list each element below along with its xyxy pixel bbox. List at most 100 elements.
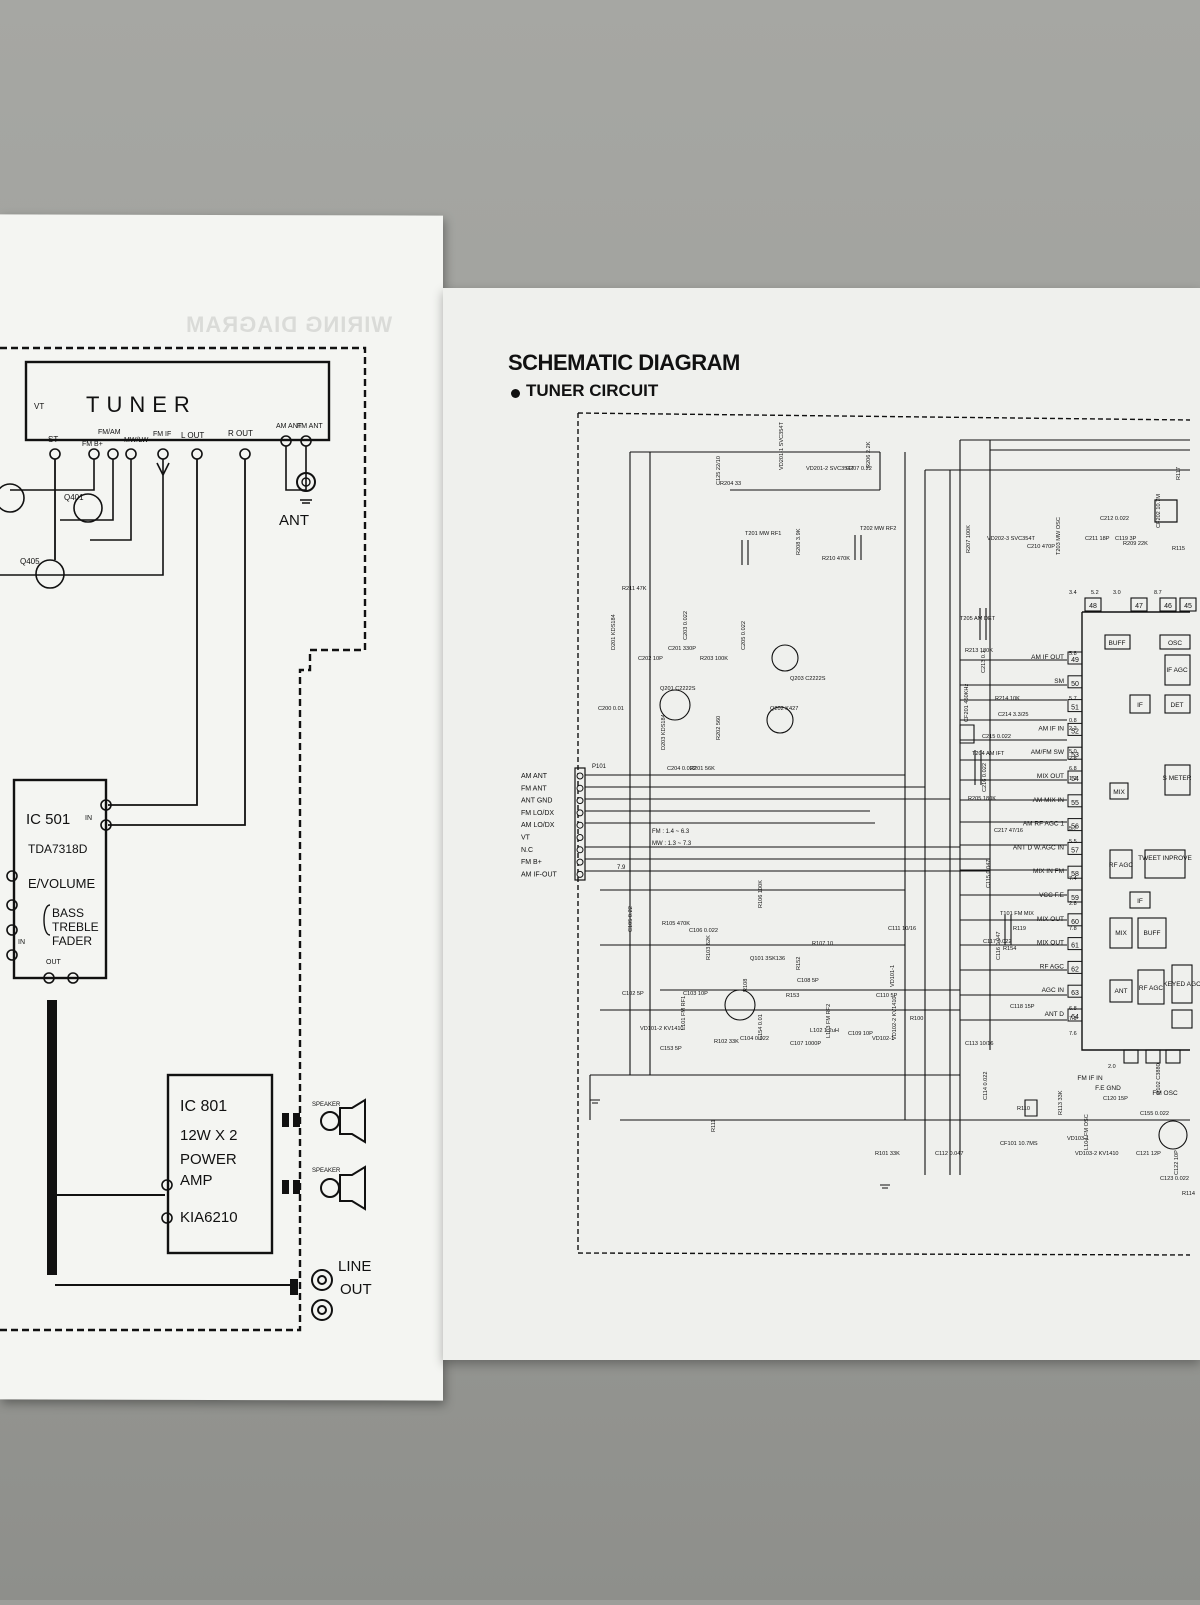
- ic-pin-number: 50: [1071, 681, 1079, 688]
- pin-label-fm-ant: FM ANT: [297, 423, 323, 430]
- ic-pin-label: RF AGC: [1040, 963, 1065, 970]
- pin-label-vt: VT: [34, 402, 44, 411]
- pin-voltage: 7.8: [1069, 926, 1077, 932]
- connector-pin: [576, 784, 584, 792]
- pin-label-fm-bplus: FM B+: [82, 441, 103, 448]
- ic801-name: IC 801: [180, 1098, 227, 1115]
- speaker-label-top: SPEAKER: [312, 1102, 341, 1108]
- ic501-out-label: OUT: [46, 959, 62, 966]
- ic-pin-box: [1067, 865, 1083, 879]
- component-label: C204 0.022: [667, 766, 696, 772]
- component-label: C216 0.022: [982, 763, 988, 792]
- ic501-fn-fader: FADER: [52, 934, 92, 948]
- schematic-title: SCHEMATIC DIAGRAM: [508, 350, 740, 375]
- ic801-rating: 12W X 2: [180, 1127, 238, 1144]
- component-label: VD202-3 SVC354T: [987, 536, 1035, 542]
- component-label: C103 10P: [683, 991, 708, 997]
- ic501-name: IC 501: [26, 811, 70, 828]
- component-label: C120 15P: [1103, 1096, 1128, 1102]
- pin-voltage: 2.2: [1069, 726, 1077, 732]
- ic-pin-box: [1067, 889, 1083, 903]
- component-label: Q201 C2222S: [660, 686, 696, 692]
- component-label: C212 0.022: [1100, 516, 1129, 522]
- ic501-fn-evolume: E/VOLUME: [28, 876, 96, 891]
- connector-pin: [576, 772, 584, 780]
- component-label: R214 10K: [995, 696, 1020, 702]
- component-label: C112 0.047: [935, 1151, 964, 1157]
- connector-pin: [576, 797, 584, 805]
- ic801-box: [166, 1073, 274, 1255]
- line-out-label-2: OUT: [340, 1281, 372, 1298]
- pin-voltage: 7.4: [1069, 876, 1077, 882]
- component-label: C102 5P: [622, 991, 644, 997]
- connector-pin: [576, 846, 584, 854]
- pin-voltage: 5.7: [1069, 826, 1077, 832]
- component-label: C214 3.3/25: [998, 712, 1028, 718]
- component-label: Q203 C2222S: [790, 676, 826, 682]
- component-label: C106 0.022: [689, 928, 718, 934]
- component-label: CF202 10.7M: [1156, 494, 1162, 528]
- connector-b-voltage: 7.9: [617, 865, 626, 871]
- ic-pin-label: AGC IN: [1042, 987, 1065, 994]
- connector-pin: [576, 870, 584, 878]
- component-label: CF101 10.7MS: [1000, 1141, 1038, 1147]
- component-label: R207 100K: [966, 525, 972, 553]
- ic-pin-number: 51: [1071, 705, 1079, 712]
- component-label: R209 22K: [1123, 541, 1148, 547]
- pin-voltage: 2.8: [1069, 756, 1077, 762]
- component-label: C153 5P: [660, 1046, 682, 1052]
- component-label: C123 0.022: [1160, 1176, 1189, 1182]
- ic-pin-number: 57: [1071, 847, 1079, 854]
- ic-pin-box: [1067, 770, 1083, 784]
- ic-block-label: OSC: [1168, 640, 1182, 647]
- component-label: R203 100K: [700, 656, 728, 662]
- component-label: R102 33K: [714, 1039, 739, 1045]
- component-label: R202 560: [716, 716, 722, 740]
- connector-p101: [574, 767, 586, 881]
- component-label: R201 56K: [690, 766, 715, 772]
- ic801-part: KIA6210: [180, 1209, 238, 1226]
- component-label: L101 FM RF1: [681, 996, 687, 1030]
- connector-name: P101: [592, 764, 607, 770]
- pin-voltage: 2.8: [1069, 901, 1077, 907]
- ic-pin-label: MIX OUT: [1037, 940, 1064, 947]
- ic-block-label: IF: [1137, 898, 1143, 905]
- transistor-q405: [35, 559, 65, 589]
- connector-pin-label: VT: [521, 835, 531, 842]
- ic-pin-number: 56: [1071, 824, 1079, 831]
- component-label: R208 3.9K: [796, 528, 802, 555]
- component-label: C115 0.047: [986, 859, 992, 888]
- component-label: R107 10: [812, 941, 833, 947]
- ic-pin-label: SM: [1054, 678, 1064, 685]
- component-label: R204 33: [720, 481, 741, 487]
- ic-pin-box: [1067, 722, 1083, 736]
- right-dashed-outline: [577, 412, 1191, 1256]
- pin-voltage: 3.4: [1069, 590, 1077, 596]
- ic-pin-box: [1067, 746, 1083, 760]
- ic-block-label: BUFF: [1109, 640, 1126, 647]
- component-label: Q202 K427: [770, 706, 798, 712]
- component-label: R206 2.2K: [866, 441, 872, 468]
- component-label: T204 AM IFT: [972, 751, 1005, 757]
- speaker-label-bottom: SPEAKER: [312, 1168, 341, 1174]
- ic-pin-box: [1067, 794, 1083, 808]
- ant-label: ANT: [279, 512, 309, 529]
- ic-pin-number: 60: [1071, 919, 1079, 926]
- component-label: D201 KDS184: [611, 614, 617, 650]
- component-label: C122 10P: [1174, 1150, 1180, 1175]
- ic-block-label: IF AGC: [1166, 667, 1188, 674]
- ic501-in-label: IN: [85, 815, 92, 822]
- component-label: L103 FM RF2: [826, 1004, 832, 1038]
- ic-pin-number: 49: [1071, 657, 1079, 664]
- component-label: C201 330P: [668, 646, 696, 652]
- pin-label-am-ant: AM ANT: [276, 423, 303, 430]
- ic-top-pin-number: 48: [1089, 603, 1097, 610]
- ic-pin-number: 52: [1071, 728, 1079, 735]
- ic-pin-box: [1067, 841, 1083, 855]
- pin-voltage: 5.8: [1069, 651, 1077, 657]
- ic801-power: POWER: [180, 1151, 237, 1168]
- ic-pin-label: AM MIX IN: [1033, 797, 1065, 804]
